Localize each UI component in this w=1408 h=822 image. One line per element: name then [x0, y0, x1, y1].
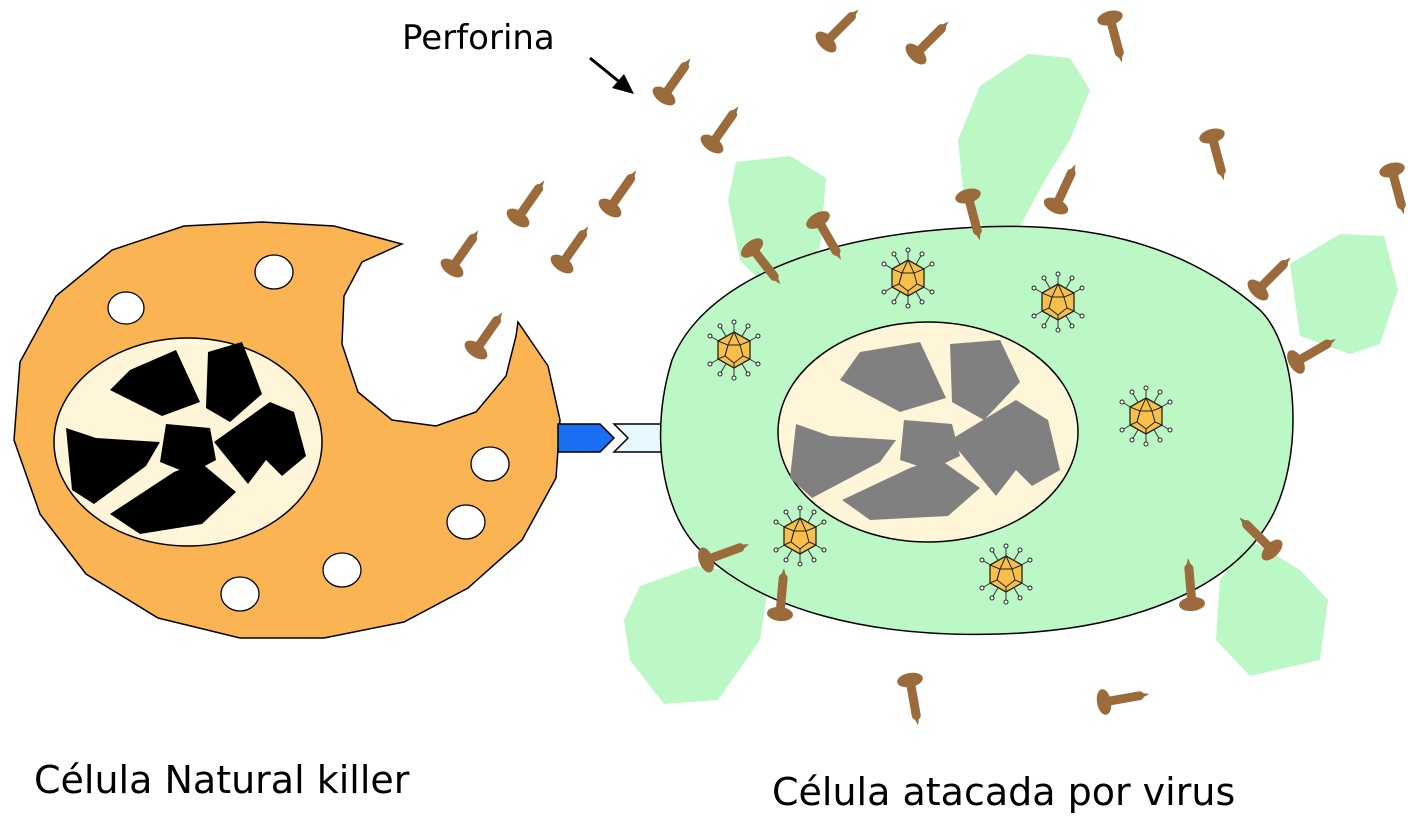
nk-cell	[14, 222, 560, 638]
perforin-arrow-icon	[590, 58, 634, 94]
perforin-label: Perforina	[402, 18, 555, 58]
infected-cell-label: Célula atacada por virus	[772, 770, 1235, 814]
nk-cell-label: Célula Natural killer	[34, 758, 409, 802]
ligand-icon	[614, 424, 662, 452]
infected-cell	[624, 54, 1398, 704]
receptor-icon	[558, 424, 614, 452]
